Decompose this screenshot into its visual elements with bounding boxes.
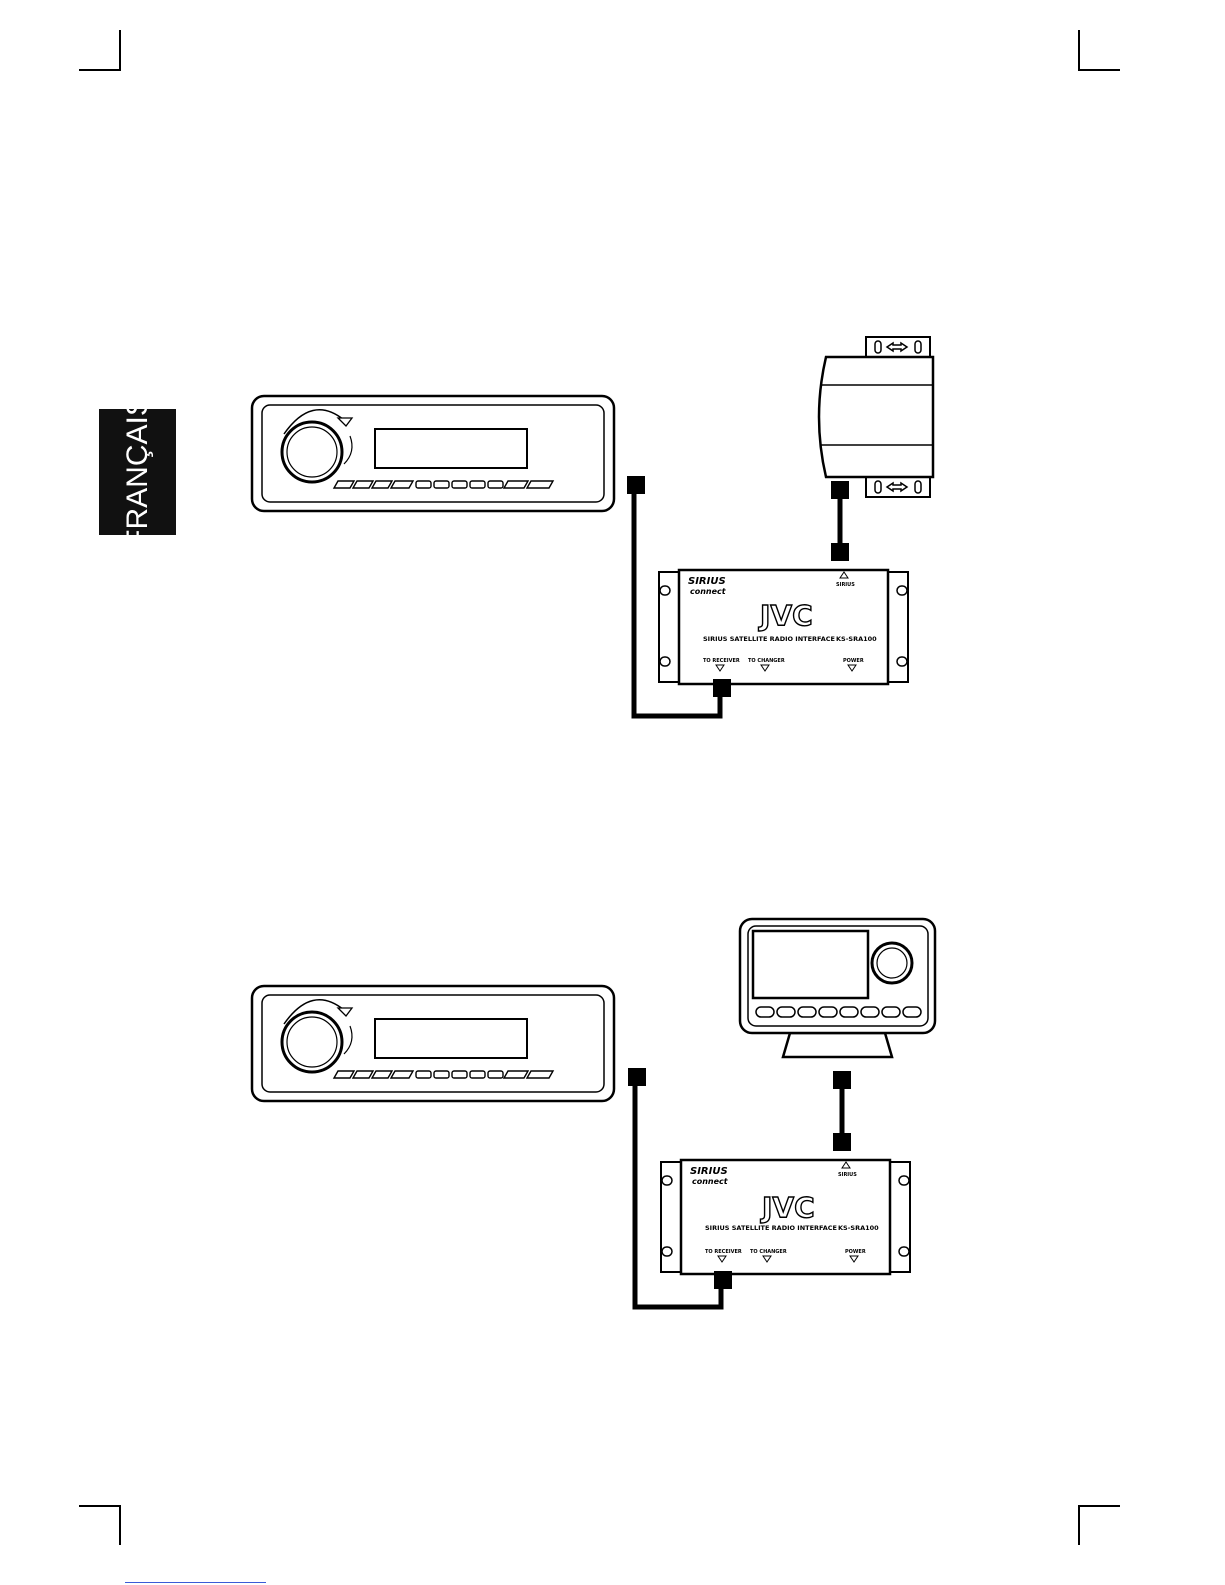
sirius-logo: SIRIUS bbox=[688, 576, 726, 587]
sirius-connect-logo: connect bbox=[690, 587, 727, 596]
connector-plug-icon bbox=[831, 543, 849, 561]
product-line-label: SIRIUS SATELLITE RADIO INTERFACE bbox=[703, 635, 835, 643]
port-power-label: POWER bbox=[845, 1249, 866, 1255]
head-unit-icon bbox=[252, 396, 614, 511]
port-sirius-label: SIRIUS bbox=[836, 582, 855, 588]
head-unit-icon bbox=[252, 986, 614, 1101]
satellite-tuner-icon bbox=[819, 337, 933, 497]
sirius-logo: SIRIUS bbox=[690, 1166, 728, 1177]
port-sirius-label: SIRIUS bbox=[838, 1172, 857, 1178]
connector-plug-icon bbox=[833, 1133, 851, 1151]
port-receiver-label: TO RECEIVER bbox=[703, 658, 740, 664]
port-receiver-label: TO RECEIVER bbox=[705, 1249, 742, 1255]
connector-plug-icon bbox=[627, 476, 645, 494]
product-line-label: SIRIUS SATELLITE RADIO INTERFACE bbox=[705, 1224, 837, 1232]
connector-plug-icon bbox=[713, 679, 731, 697]
connector-plug-icon bbox=[833, 1071, 851, 1089]
port-changer-label: TO CHANGER bbox=[750, 1249, 787, 1255]
sirius-receiver-dock-icon bbox=[740, 919, 935, 1057]
model-label: KS-SRA100 bbox=[838, 1224, 879, 1232]
sirius-connect-logo: connect bbox=[692, 1177, 729, 1186]
jvc-logo: JVC bbox=[760, 1191, 815, 1224]
bottom-link-underline bbox=[125, 1582, 266, 1583]
interface-box-bottom: SIRIUS connect JVC SIRIUS SATELLITE RADI… bbox=[661, 1160, 910, 1274]
port-changer-label: TO CHANGER bbox=[748, 658, 785, 664]
cable-tuner-top bbox=[831, 481, 849, 561]
connector-plug-icon bbox=[714, 1271, 732, 1289]
model-label: KS-SRA100 bbox=[836, 635, 877, 643]
interface-box-top: SIRIUS connect JVC SIRIUS SATELLITE RADI… bbox=[659, 570, 908, 684]
port-power-label: POWER bbox=[843, 658, 864, 664]
connector-plug-icon bbox=[831, 481, 849, 499]
cable-dock-bottom bbox=[833, 1071, 851, 1151]
connector-plug-icon bbox=[628, 1068, 646, 1086]
jvc-logo: JVC bbox=[758, 599, 813, 632]
